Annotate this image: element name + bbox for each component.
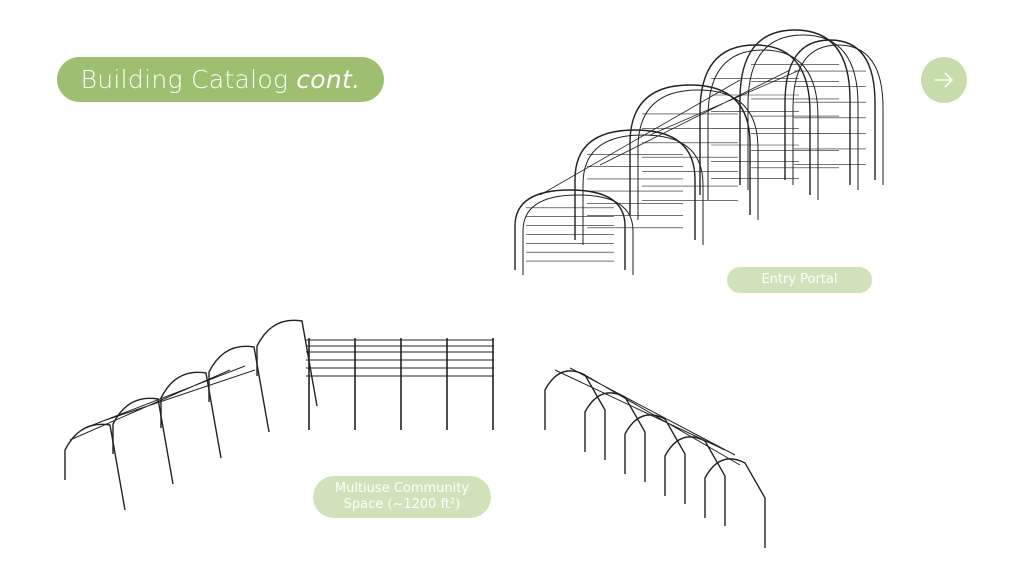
arch-structure-right-drawing [544,367,766,548]
multiuse-title: Multiuse Community [334,481,470,496]
title-suffix: cont. [296,65,361,94]
next-slide-button[interactable] [921,57,967,103]
arch-structure-left-drawing [64,319,318,511]
entry-portal-label: Entry Portal [727,267,872,293]
arrow-right-icon [935,72,954,88]
community-space-elevation-drawing [306,338,494,430]
entry-portal-drawing [514,29,884,275]
title-text: Building Catalog [80,65,289,94]
multiuse-size: Space (~1200 ft²) [343,497,461,512]
